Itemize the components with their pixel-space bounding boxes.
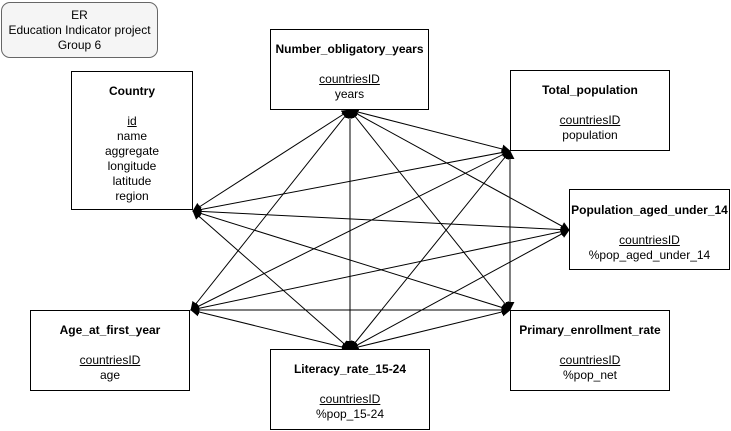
relationship-arrow-number_obligatory_years-primary_enrollment_rate (349, 109, 511, 311)
attribute: latitude (112, 174, 152, 188)
entity-name: Number_obligatory_years (275, 42, 424, 56)
entity-attributes: countriesID %pop_15-24 (271, 392, 429, 422)
relationship-arrow-age_at_first_year-literacy_rate (190, 307, 351, 352)
entity-attributes: id name aggregate longitude latitude reg… (72, 114, 192, 204)
attribute-primary-key: countriesID (319, 392, 381, 406)
attribute-primary-key: countriesID (619, 233, 680, 247)
entity-attributes: countriesID years (271, 72, 428, 102)
attribute: name (116, 129, 148, 143)
entity-name: Primary_enrollment_rate (519, 323, 661, 337)
entity-number-obligatory-years: Number_obligatory_years countriesID year… (270, 29, 429, 110)
attribute: %pop_15-24 (315, 407, 385, 421)
entity-age-at-first-year: Age_at_first_year countriesID age (30, 310, 190, 391)
attribute: years (334, 87, 365, 101)
entity-name: Total_population (542, 83, 638, 97)
attribute-primary-key: countriesID (559, 113, 621, 127)
relationship-arrow-literacy_rate-primary_enrollment_rate (349, 307, 511, 352)
attribute: age (99, 368, 121, 382)
attribute: %pop_net (562, 368, 618, 382)
relationship-arrow-number_obligatory_years-total_population (349, 107, 511, 154)
attribute-primary-key: countriesID (319, 72, 380, 86)
relationship-arrow-country-primary_enrollment_rate (192, 209, 511, 312)
attribute: longitude (107, 159, 157, 173)
relationship-arrow-country-literacy_rate (192, 210, 351, 350)
entity-literacy-rate: Literacy_rate_15-24 countriesID %pop_15-… (270, 349, 430, 430)
entity-attributes: countriesID age (31, 353, 189, 383)
entity-country: Country id name aggregate longitude lati… (71, 71, 193, 210)
entity-population-aged-under-14: Population_aged_under_14 countriesID %po… (569, 189, 730, 270)
entity-attributes: countriesID population (511, 113, 669, 143)
attribute: region (115, 189, 149, 203)
entity-attributes: countriesID %pop_net (511, 353, 669, 383)
attribute: population (562, 128, 618, 142)
attribute: %pop_aged_under_14 (588, 248, 711, 262)
entity-primary-enrollment-rate: Primary_enrollment_rate countriesID %pop… (510, 310, 670, 391)
diagram-group-line: Group 6 (57, 38, 102, 52)
entity-attributes: countriesID %pop_aged_under_14 (570, 233, 729, 263)
attribute-primary-key: id (127, 114, 137, 128)
attribute-primary-key: countriesID (79, 353, 141, 367)
diagram-title-box: ER Education Indicator project Group 6 (1, 2, 158, 58)
entity-name: Country (109, 84, 155, 98)
relationship-arrow-country-population_aged_under_14 (192, 206, 570, 235)
relationship-arrow-literacy_rate-total_population (349, 150, 511, 350)
attribute: aggregate (104, 144, 160, 158)
entity-name: Population_aged_under_14 (571, 203, 728, 217)
diagram-title-line: ER (71, 8, 88, 22)
diagram-subtitle-line: Education Indicator project (8, 23, 151, 37)
attribute-primary-key: countriesID (559, 353, 621, 367)
relationship-arrow-age_at_first_year-population_aged_under_14 (190, 227, 570, 313)
entity-total-population: Total_population countriesID population (510, 70, 670, 151)
entity-name: Literacy_rate_15-24 (293, 362, 407, 376)
relationship-arrow-age_at_first_year-number_obligatory_years (190, 109, 351, 311)
entity-name: Age_at_first_year (59, 323, 161, 337)
